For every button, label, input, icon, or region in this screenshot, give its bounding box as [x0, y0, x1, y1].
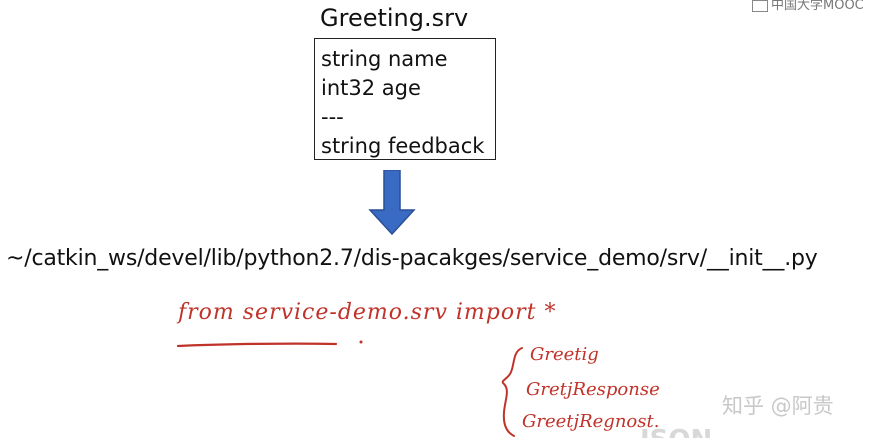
srv-definition-box: string name int32 age --- string feedbac…: [314, 38, 496, 160]
handwritten-import-statement: from service-demo.srv import *: [178, 300, 557, 325]
srv-field-response-feedback: string feedback: [321, 134, 485, 158]
zhihu-watermark: 知乎 @阿贵: [722, 394, 834, 418]
handwritten-import-item: GretjResponse: [526, 379, 660, 400]
srv-field-request-age: int32 age: [321, 76, 421, 100]
mooc-logo: 中国大学MOOC: [752, 0, 864, 13]
import-underline-dot: [359, 340, 363, 344]
curly-brace: [501, 347, 523, 437]
srv-file-title: Greeting.srv: [320, 4, 469, 32]
generated-file-path: ~/catkin_ws/devel/lib/python2.7/dis-paca…: [6, 246, 818, 271]
mooc-logo-text: 中国大学MOOC: [771, 0, 864, 13]
handwritten-import-item: Greetig: [530, 344, 599, 365]
handwritten-import-item: GreetjRegnost.: [522, 411, 660, 432]
bottom-partial-text: JSON: [640, 425, 712, 438]
mooc-logo-icon: [752, 0, 768, 12]
srv-field-request-name: string name: [321, 47, 448, 71]
import-underline: [176, 342, 338, 348]
srv-separator: ---: [321, 105, 344, 129]
down-arrow-icon: [368, 170, 416, 236]
